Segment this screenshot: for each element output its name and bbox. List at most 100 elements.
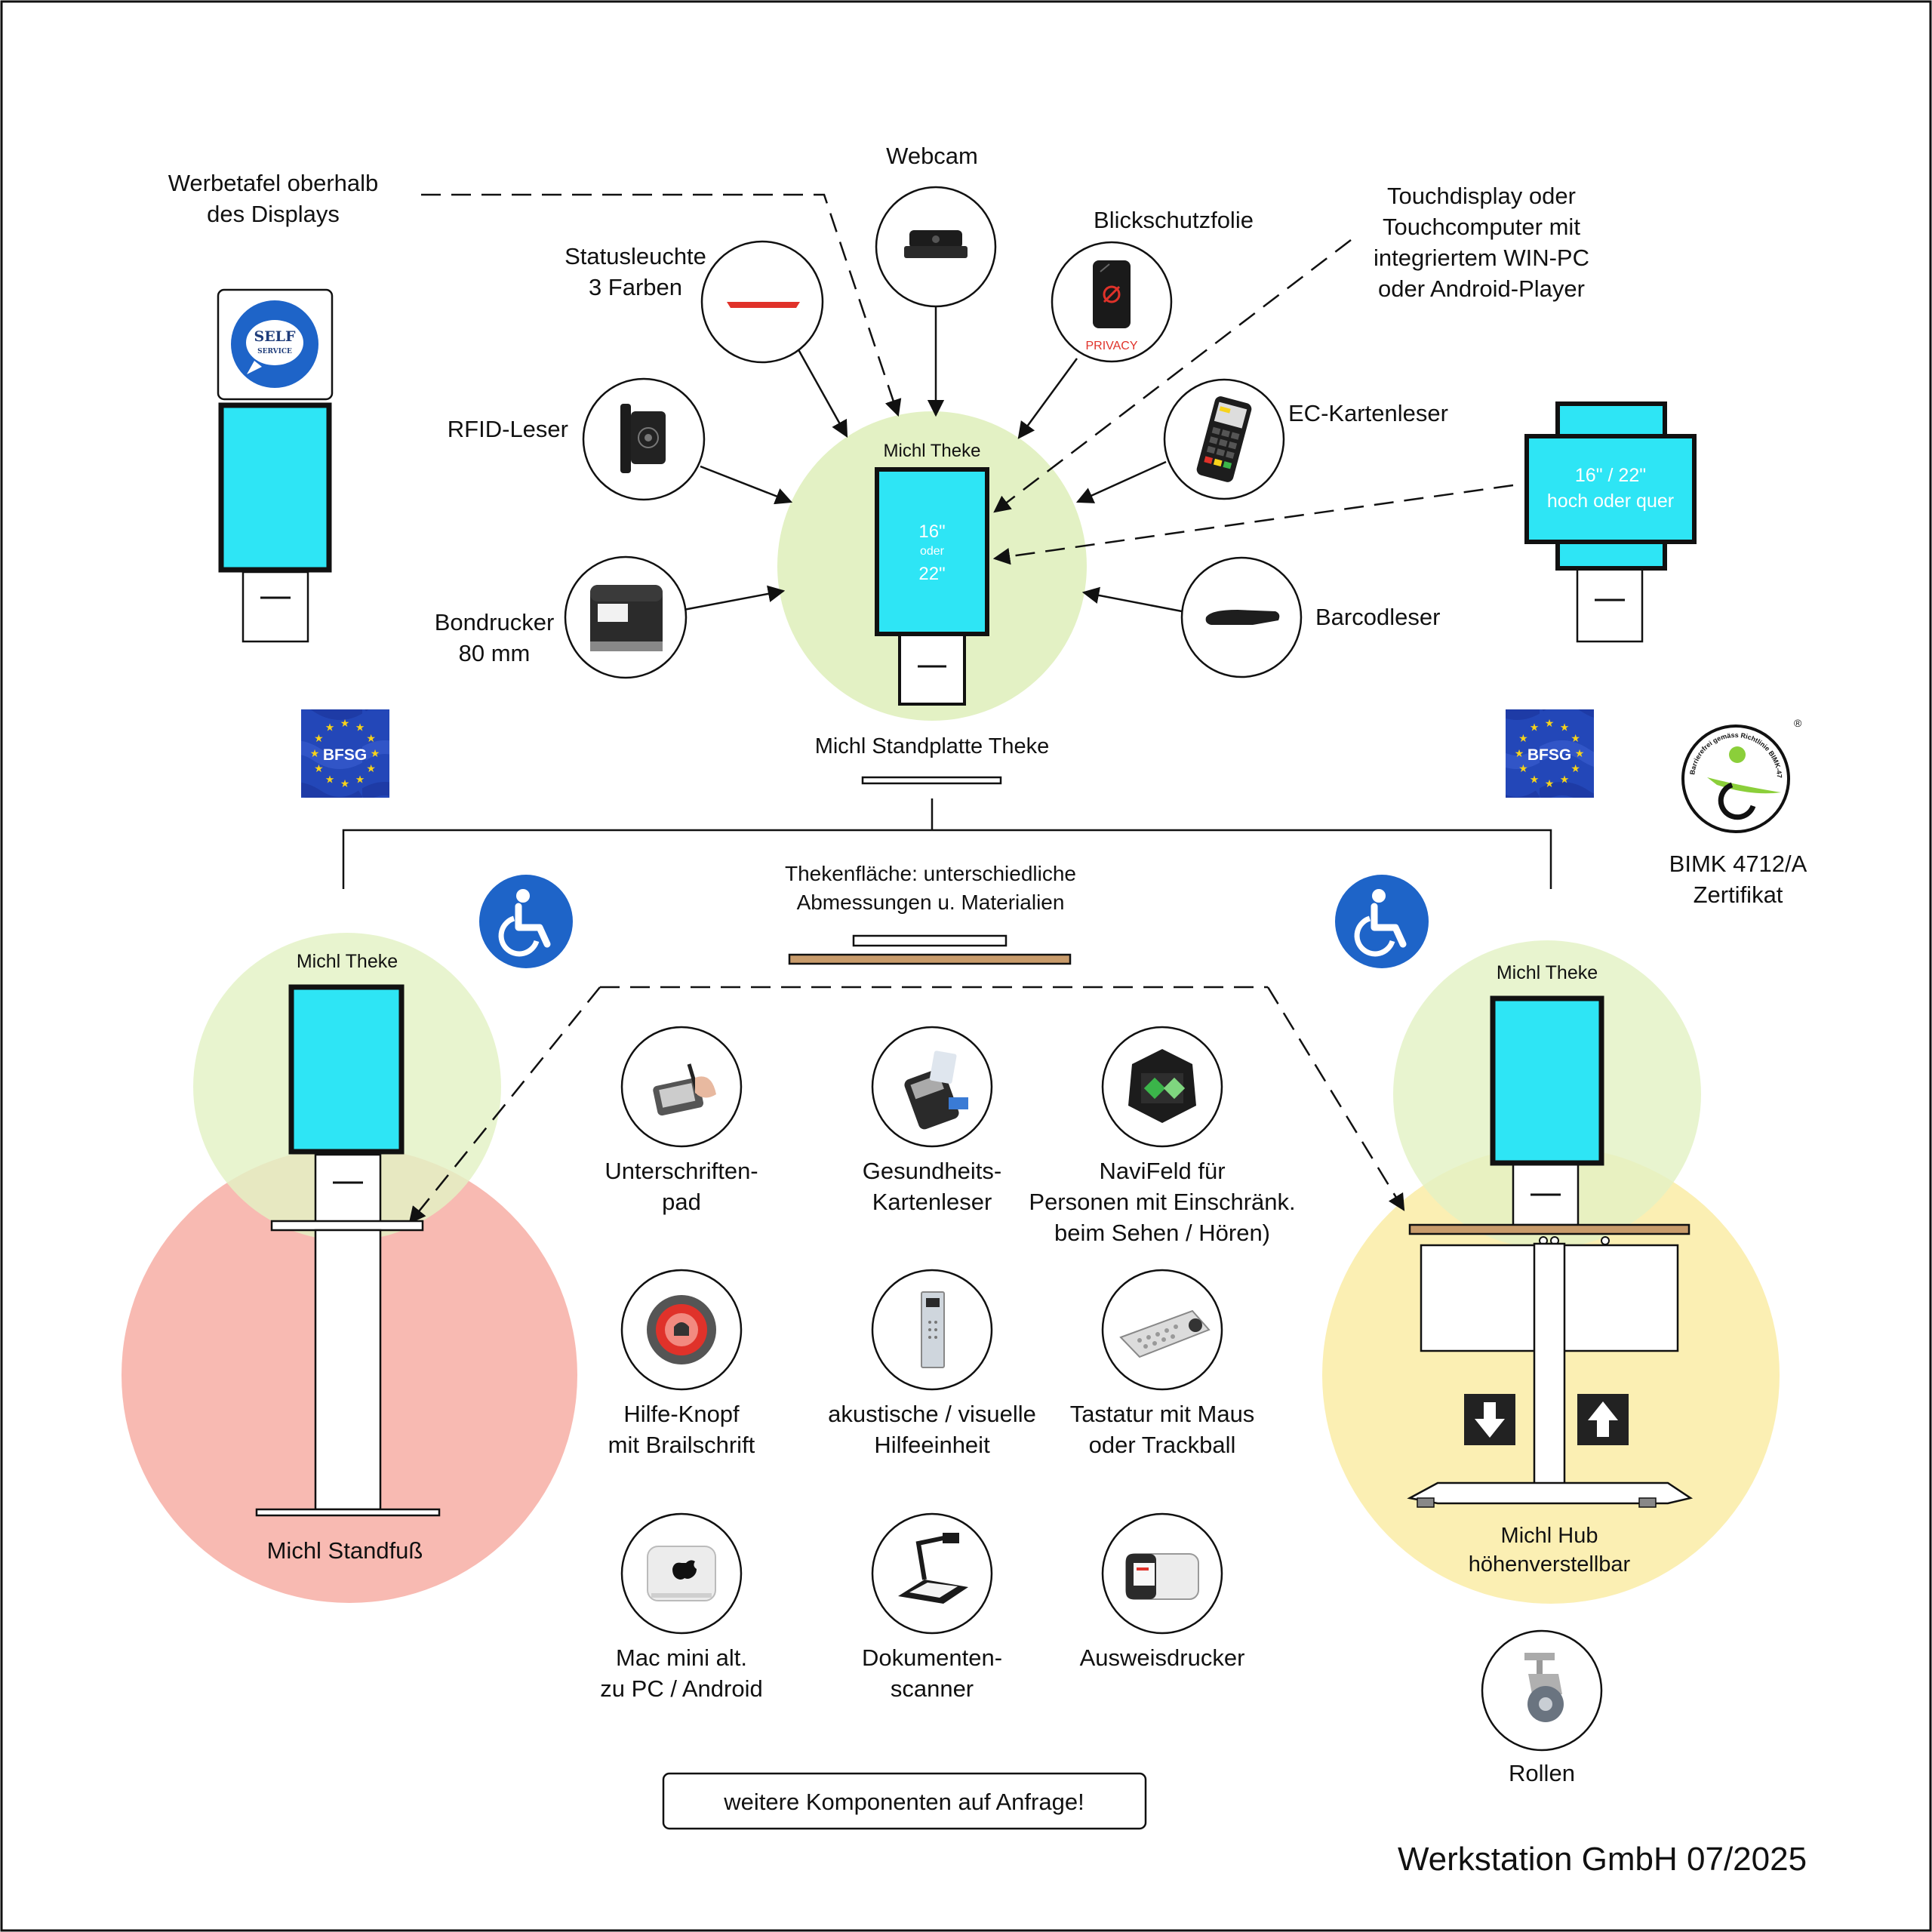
card-reader-icon [904,1051,968,1130]
webcam-label: Webcam [886,143,978,169]
center-kiosk-title: Michl Theke [884,441,981,461]
svg-text:Statusleuchte: Statusleuchte [565,243,706,269]
company-footer: Werkstation GmbH 07/2025 [1398,1841,1807,1878]
tastatur-label: oder Trackball [1089,1432,1236,1458]
touchdisplay-label: Touchdisplay oder Touchcomputer mit inte… [1374,183,1589,302]
webcam-icon [904,230,968,258]
ec-connector [1075,460,1167,503]
ec-circle [1163,378,1285,500]
rfid-reader-icon [620,404,666,473]
svg-text:Touchcomputer mit: Touchcomputer mit [1383,214,1580,240]
keyboard-icon [1119,1309,1211,1358]
receipt-printer-icon [590,585,663,651]
macmini-item: Mac mini alt. zu PC / Android [600,1512,763,1702]
eu-star: ★ [1571,732,1580,744]
eu-stars-icon: ★★★★★★★★★★★★ [310,717,380,789]
svg-text:des Displays: des Displays [207,201,340,227]
svg-text:SELF: SELF [254,328,296,345]
rollen-circle [1481,1629,1603,1752]
center-kiosk: Michl Theke 16" oder 22" [875,441,989,706]
hilfeknopf-label: Hilfe-Knopf [623,1401,740,1427]
intercom-icon [921,1291,945,1368]
right-kiosk: 16" / 22" hoch oder quer [1524,401,1697,643]
bondrucker-circle [564,555,688,679]
mac-mini-icon [647,1546,716,1601]
eu-star: ★ [1518,732,1528,744]
accessibility-figure-icon [1729,746,1746,763]
svg-text:BFSG: BFSG [323,746,367,764]
lower-right-screen [1490,995,1604,1166]
svg-text:Bondrucker: Bondrucker [435,609,555,635]
rfid-connector [700,465,793,505]
eu-star: ★ [371,747,380,759]
gesundheitskarte-item: Gesundheits-Kartenleser [863,1026,1001,1215]
eu-stars-icon: ★★★★★★★★★★★★ [1515,717,1585,789]
status-light-icon [727,302,800,308]
svg-text:Werbetafel oberhalb: Werbetafel oberhalb [168,170,379,196]
macmini-label: Mac mini alt. [616,1644,747,1671]
svg-text:oder: oder [920,545,945,558]
svg-text:Abmessungen u. Materialien: Abmessungen u. Materialien [797,891,1065,914]
ec-terminal-icon [1196,396,1252,482]
navifeld-label: NaviFeld für [1099,1158,1225,1184]
bfsg-badge-left: ★★★★★★★★★★★★ BFSG [301,709,389,798]
gesundheitskarte-label: Gesundheits- [863,1158,1001,1184]
eu-star: ★ [325,721,335,733]
card-printer-icon [1125,1553,1199,1600]
svg-text:Thekenfläche: unterschiedliche: Thekenfläche: unterschiedliche [785,862,1076,885]
svg-text:SERVICE: SERVICE [257,348,292,355]
wheelchair-icon-right [1335,875,1429,968]
hilfeknopf-label: mit Brailschrift [608,1432,755,1458]
unterschriftenpad-label: pad [662,1189,701,1215]
bfsg-badge-right: ★★★★★★★★★★★★ BFSG [1506,709,1594,798]
svg-text:16" / 22": 16" / 22" [1575,465,1646,486]
eu-star: ★ [1530,774,1540,786]
caster-wheel-icon [1524,1653,1564,1722]
lower-left-unit: Michl Theke Michl Standfuß [255,951,441,1564]
svg-text:BFSG: BFSG [1527,746,1571,764]
counter-plate-wood [788,953,1072,965]
navifeld-icon [1128,1049,1196,1123]
lower-left-screen [288,984,405,1155]
help-button-icon [647,1295,716,1364]
barcode-circle [1180,556,1303,678]
eu-star: ★ [1560,721,1570,733]
svg-text:16": 16" [918,521,945,542]
navifeld-label: beim Sehen / Hören) [1054,1220,1270,1246]
touchdisplay-connector [993,239,1352,513]
macmini-label: zu PC / Android [600,1675,762,1702]
left-kiosk-screen [218,402,332,573]
thekenflaeche-label: Thekenfläche: unterschiedliche Abmessung… [785,862,1076,914]
height-down-icon [1464,1394,1515,1445]
hub-label-1: Michl Hub [1501,1524,1598,1548]
scanner-label: scanner [891,1675,974,1702]
eu-star: ★ [366,762,376,774]
rfid-label: RFID-Leser [448,416,568,442]
svg-text:hoch oder quer: hoch oder quer [1547,491,1674,512]
barcode-scanner-icon [1205,610,1280,625]
rfid-circle [582,377,706,501]
eu-star: ★ [314,732,324,744]
svg-text:Touchdisplay oder: Touchdisplay oder [1387,183,1576,209]
tastatur-label: Tastatur mit Maus [1070,1401,1255,1427]
rollen-label: Rollen [1509,1760,1575,1786]
statusleuchte-label: Statusleuchte 3 Farben [565,243,706,300]
anfrage-text: weitere Komponenten auf Anfrage! [723,1789,1084,1815]
components-grid: Unterschriften-padGesundheits-Kartenlese… [600,1026,1296,1702]
svg-text:80 mm: 80 mm [459,640,531,666]
eu-star: ★ [355,721,365,733]
svg-text:Zertifikat: Zertifikat [1694,881,1783,908]
svg-text:BIMK 4712/A: BIMK 4712/A [1669,851,1807,877]
signature-pad-icon [653,1063,716,1116]
ausweisdrucker-label: Ausweisdrucker [1080,1644,1245,1671]
hub-label-2: höhenverstellbar [1469,1552,1631,1577]
eu-star: ★ [1560,774,1570,786]
counter-left-connector [408,986,601,1224]
document-scanner-icon [898,1533,968,1604]
webcam-circle [875,186,997,308]
standplatte-label: Michl Standplatte Theke [815,734,1050,758]
bondrucker-connector [683,585,786,611]
scanner-circle [871,1512,993,1635]
